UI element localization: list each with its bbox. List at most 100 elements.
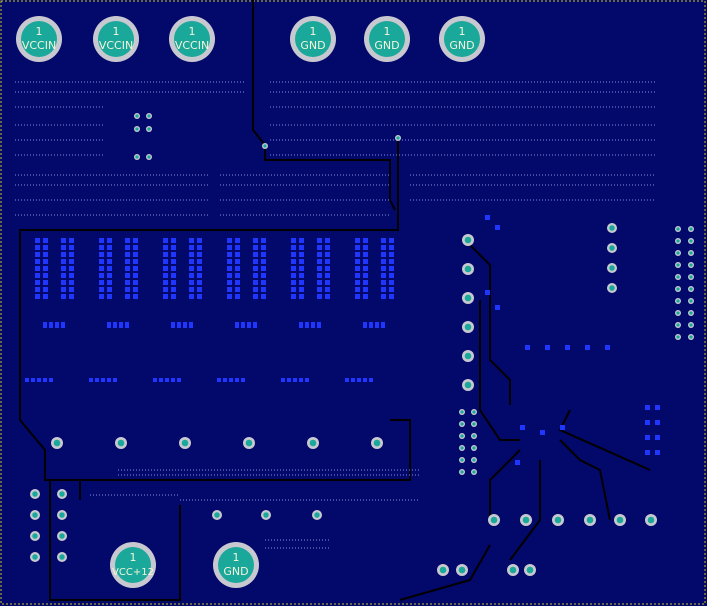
through-hole-drill [689,323,693,327]
smd-pad [125,259,130,264]
smd-pad [287,378,291,382]
smd-pad [325,266,330,271]
smd-pad [197,294,202,299]
smd-pad [291,266,296,271]
smd-pad [61,322,65,328]
smd-pad [99,259,104,264]
smd-pad [107,280,112,285]
smd-pad [119,322,123,328]
smd-pad [299,287,304,292]
smd-pad [171,294,176,299]
smd-pad [163,259,168,264]
smd-pad [43,322,47,328]
smd-pad [107,266,112,271]
smd-pad [241,322,245,328]
smd-pad [163,238,168,243]
smd-pad [261,273,266,278]
smd-pad [49,322,53,328]
smd-pad [189,259,194,264]
smd-pad [171,259,176,264]
smd-pad [43,294,48,299]
through-hole-drill [689,227,693,231]
smd-pad [363,378,367,382]
smd-pad [299,280,304,285]
smd-pad [197,287,202,292]
smd-pad [485,215,490,220]
smd-pad [261,259,266,264]
smd-pad [299,322,303,328]
smd-pad [235,238,240,243]
smd-pad [585,345,590,350]
through-hole-drill [135,127,139,131]
smd-pad [299,378,303,382]
smd-pad [325,238,330,243]
smd-pad [363,294,368,299]
smd-pad [125,322,129,328]
smd-pad [43,245,48,250]
through-hole-drill [676,263,680,267]
smd-pad [345,378,349,382]
smd-pad [389,238,394,243]
smd-pad [99,245,104,250]
smd-pad [69,245,74,250]
smd-pad [253,280,258,285]
smd-pad [69,266,74,271]
through-hole-drill [472,458,476,462]
smd-pad [43,252,48,257]
smd-pad [299,294,304,299]
through-hole-drill [147,155,151,159]
terminal-pad-core [115,547,151,583]
smd-pad [189,280,194,285]
through-hole-drill [32,491,38,497]
smd-pad [69,294,74,299]
smd-pad [291,245,296,250]
smd-pad [133,245,138,250]
smd-pad [107,259,112,264]
through-hole-drill [32,512,38,518]
through-hole-drill [689,263,693,267]
smd-pad [317,294,322,299]
smd-pad [363,287,368,292]
through-hole-drill [472,446,476,450]
smd-pad [163,280,168,285]
smd-pad [61,294,66,299]
terminal-net-label: GND [300,39,325,52]
through-hole-drill [616,516,624,524]
smd-pad [261,287,266,292]
through-hole-drill [32,554,38,560]
smd-pad [99,280,104,285]
smd-pad-layer [25,215,660,465]
through-hole-layer [30,113,694,576]
smd-pad [261,238,266,243]
smd-pad [381,294,386,299]
smd-pad [133,273,138,278]
smd-pad [655,405,660,410]
smd-pad [125,287,130,292]
through-hole-drill [472,434,476,438]
smd-pad [235,280,240,285]
smd-pad [163,245,168,250]
smd-pad [389,252,394,257]
through-hole-drill [32,533,38,539]
through-hole-drill [472,422,476,426]
through-hole-drill [59,554,65,560]
smd-pad [163,266,168,271]
smd-pad [253,322,257,328]
smd-pad [235,273,240,278]
smd-pad [197,252,202,257]
smd-pad [381,245,386,250]
smd-pad [227,238,232,243]
smd-pad [171,273,176,278]
